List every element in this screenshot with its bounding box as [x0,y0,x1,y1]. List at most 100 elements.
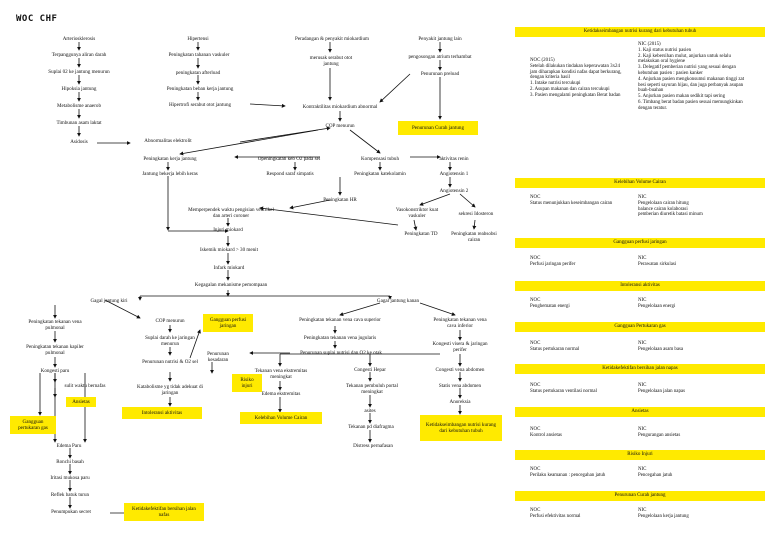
panel-top-nic-item: 2. Kaji kebersihan mulut, anjurkan untuk… [638,53,731,65]
node-td: Peningkatan TD [404,231,438,237]
node-tekanan-pulmonal: Peningkatan tekanan vena pulmonal [28,319,82,331]
nic-label: NIC [638,195,647,200]
node-vena-inferior: Peningkatan tekanan vena cava inferior [433,317,487,329]
noc-label: NOC [530,508,541,513]
node-cop-menurun: COP menurun [325,123,355,129]
nic-text: Pengelolaan jalan napas [638,388,685,394]
node-ronchi: Ronchi basah [56,459,84,465]
node-metabolisme: Metabolisme anaerob [57,103,101,109]
node-abnormalitas: Abnormalitas elektrolit [144,138,192,144]
node-statis-abdomen: Statis vena abdomen [438,383,482,389]
noc-text: Penghematan energi [530,303,570,309]
nic-text: Perawatan sirkulasi [638,261,677,267]
panel-top-nic-title: NIC (2015) [638,42,661,47]
nic-label: NIC [638,467,647,472]
diagnosis-ketidakseimbangan-nutrisi: Ketidakseimbangan nutrisi kurang dari ke… [420,415,502,441]
node-cop-menurun-2: COP menurun [155,318,185,324]
noc-text: Status pertukaran ventilasi normal [530,388,597,394]
noc-label: NOC [530,467,541,472]
panel-top-noc-item: 2. Asupan makanan dan cairan tercukupi [530,86,610,92]
node-respond: Respond saraf simpatis [266,171,314,177]
node-diafragma: Tekanan pd diafragma [348,424,394,430]
nic-label: NIC [638,427,647,432]
panel-head: Penurunan Curah jantung [515,491,765,501]
nic-text: Pengelolaan kerja jantung [638,513,689,519]
node-peradangan: Peradangan & penyakit miokardium [295,36,369,42]
nic-label: NIC [638,298,647,303]
nic-text: Pengurangan ansietas [638,432,681,438]
nic-text: Pengelolaan asam basa [638,346,684,352]
node-katekolamin: Peningkatan katekolamin [354,171,406,177]
node-reabsorbsi: Peningkatan reabsobsi cairan [451,231,497,243]
node-openingkatan: Openingkatan keb O2 pada sel [257,156,321,162]
node-angiotensin2: Angiotensin 2 [439,188,469,194]
panel-top-noc-item: 3. Pasien mengalami peningkatan Berat ba… [530,92,621,98]
diagnosis-ketidakefektifan-bersihan-jalan-nafas: Ketidakefektifan bersihan jalan nafas [124,503,204,521]
nic-label: NIC [638,256,647,261]
noc-label: NOC [530,195,541,200]
node-kongesti-hepar: Congesti Hepar [354,367,386,373]
node-gagal-kiri: Gagal jantung kiri [90,298,128,304]
node-penyakit-lain: Penyakit jantung lain [418,36,462,42]
noc-label: NOC [530,256,541,261]
panel-top-nic-item: 5. Anjurkan pasien makan sedikit tapi se… [638,94,726,100]
nic-text: Pengelolaan energi [638,303,676,309]
node-vena-superior: Peningkatan tekanan vena cava superior [299,317,381,323]
node-tekanan-ekstremitas: Tekanan vena ekstremitas meningkat [254,368,308,380]
node-penurunan-suplai: Penurunan suplai nutrisi dan O2 ke otak [300,350,382,356]
noc-label: NOC [530,341,541,346]
panel-head: Risiko Injuri [515,450,765,460]
panel-head: Ketidakefektifan bersihan jalan napas [515,364,765,374]
node-suplai-o2: Suplai 02 ke jantung menurun [48,69,110,75]
node-merusak: merusak serabut otot jantung [309,55,353,67]
node-memperpendek: Memperpendek waktu pengisian ventrikel d… [188,207,274,219]
node-sekresi: sekresi Idosteron [458,211,494,217]
node-afterload: peningkatan afterload [175,70,221,76]
noc-text: Kontrol ansietas [530,432,562,438]
node-beban-kerja: Peningkatan beban kerja jantung [166,86,234,92]
node-penumpukan: Penumpukan secret [51,509,91,515]
node-edema-paru: Edema Paru [56,443,82,449]
node-vasokonstriktor: Vasokonstriktor kuat vaskuler [395,207,439,219]
node-suplai-darah: Suplai darah ke jaringan menurun [145,335,195,347]
noc-text: Status pertukaran normal [530,346,580,352]
node-kongesti-visera: Kongesti visera & jaringan perifer [432,341,488,353]
nic-label: NIC [638,383,647,388]
panel-top-noc-title: NOC (2015) [530,58,555,63]
node-hipoksia: Hipoksia jantung [61,86,97,92]
panel-head: Gangguan perfusi jaringan [515,238,765,248]
page-title: WOC CHF [16,14,58,24]
nic-text: Pengelolaan cairan hitung balance cairan… [638,200,703,218]
diagnosis-risiko-injuri: Risiko injuri [232,374,262,392]
node-timbunan: Timbunan asam laktat [56,120,102,126]
node-kongesti-abdomen: Congesti vena abdomen [435,367,485,373]
node-penurunan-kesadaran: Penurunan kesadaran [207,351,229,363]
noc-label: NOC [530,427,541,432]
panel-top-nic-item: 3. Delegatif pemberian nutrisi yang sesu… [638,65,736,76]
node-hipertrofi: Hipertrofi serabut otot jantung [168,102,232,108]
node-distress: Distress pernafasan [353,443,393,449]
node-kapiler-pulmonal: Peningkatan tekanan kapiler pulmonal [26,344,84,356]
panel-head: Intoleransi aktivitas [515,281,765,291]
node-hr: Peningkatan HR [323,197,357,203]
diagnosis-intoleransi-aktivitas: Intoleransi aktivitas [122,407,202,419]
node-iskemik: Iskemik miokard > 30 menit [199,247,259,253]
node-katabolisme: Katabolisme yg tidak adekuat di jaringan [137,384,203,396]
